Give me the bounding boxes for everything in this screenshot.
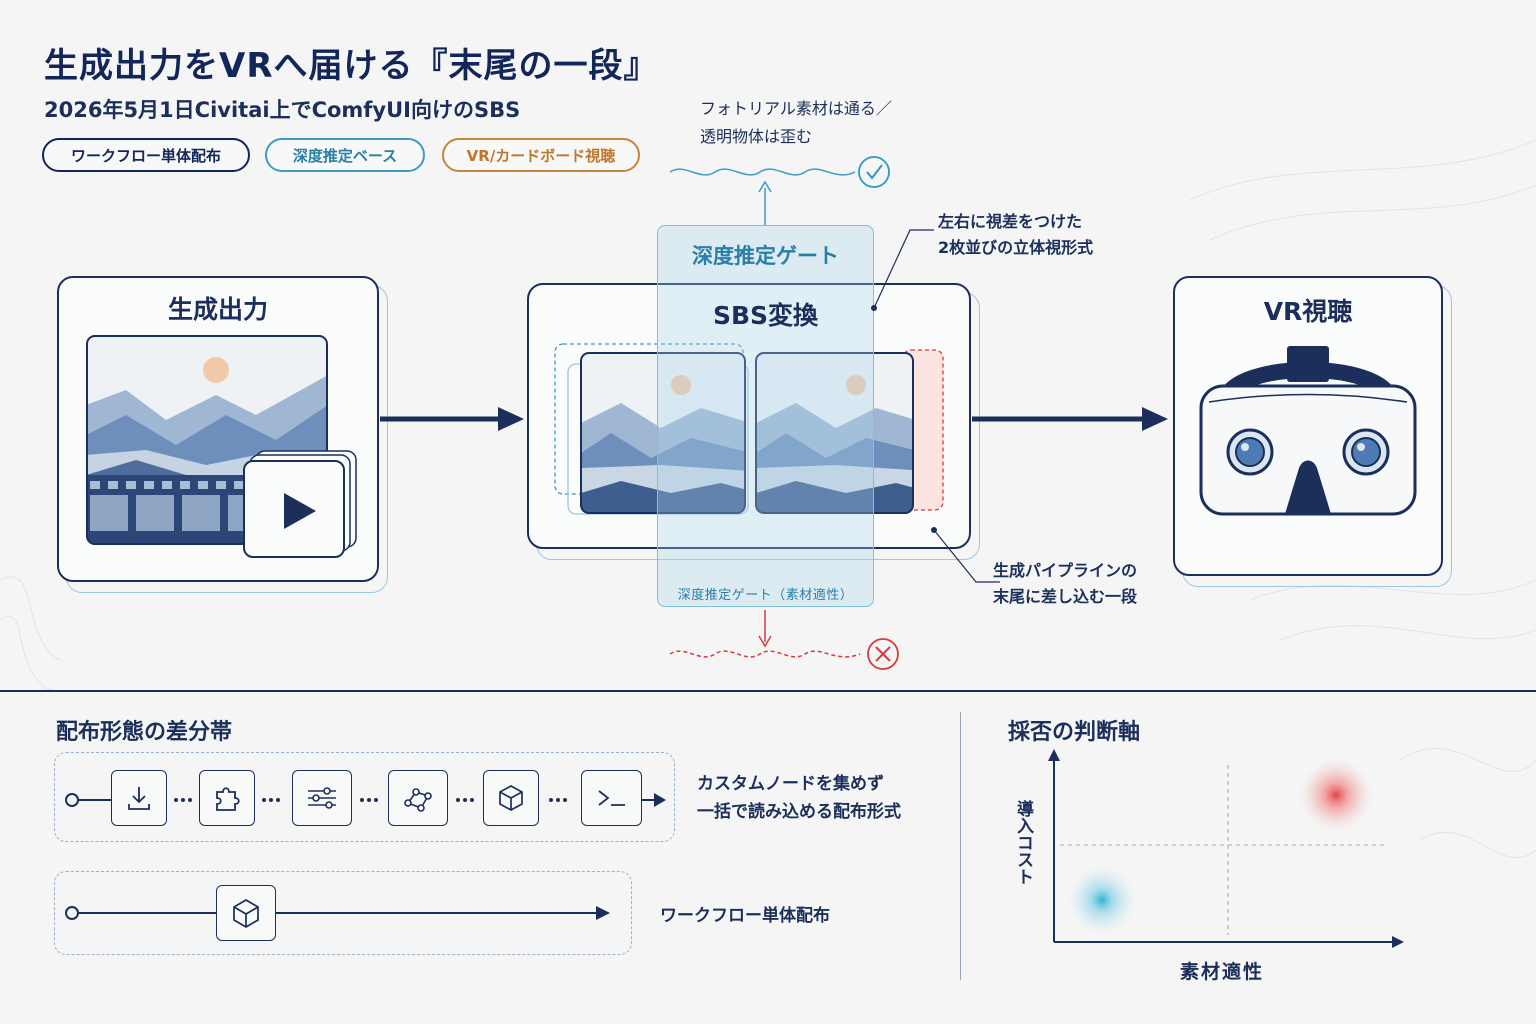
check-icon [858, 156, 890, 188]
sbs-note-line1: 左右に視差をつけた [938, 212, 1083, 231]
distribution-heading: 配布形態の差分帯 [56, 720, 233, 745]
sbs-note-line2: 2枚並びの立体視形式 [938, 238, 1094, 257]
fail-path [669, 610, 899, 670]
pass-path [669, 156, 890, 225]
decision-plot [1048, 749, 1404, 948]
row2-label: ワークフロー単体配布 [660, 906, 830, 926]
cube-icon [499, 785, 523, 811]
puzzle-icon-box [199, 770, 255, 826]
sliders-icon-box [292, 770, 352, 826]
distribution-row-2-track [65, 906, 610, 920]
section-vertical-divider [960, 712, 961, 980]
depth-gate-caption: 深度推定ゲート（素材適性） [677, 588, 854, 603]
download-icon [128, 787, 150, 810]
vr-title: VR視聴 [1263, 297, 1353, 326]
vr-headset-icon [1199, 346, 1417, 516]
depth-gate-title: 深度推定ゲート [692, 244, 839, 268]
tail-note-line2: 末尾に差し込む一段 [993, 587, 1138, 606]
single-cube-icon-box [216, 885, 276, 941]
play-icon [284, 493, 316, 529]
nodes-icon-box [388, 770, 448, 826]
page-subtitle: 2026年5月1日Civitai上でComfyUI向けのSBS [44, 98, 521, 122]
flow-arrow-1 [380, 407, 524, 431]
row1-label-line2: 一括で読み込める配布形式 [697, 802, 901, 822]
cube-icon [233, 899, 259, 928]
cube-icon-box [483, 770, 539, 826]
terminal-icon-box [581, 770, 642, 826]
pass-note-line2: 透明物体は歪む [700, 127, 813, 146]
tag-workflow: ワークフロー単体配布 [42, 138, 250, 172]
nodes-icon [404, 788, 432, 812]
pass-note-line1: フォトリアル素材は通る／ [700, 99, 892, 118]
page-title: 生成出力をVRへ届ける『末尾の一段』 [44, 46, 659, 86]
sbs-title: SBS変換 [712, 301, 819, 330]
pass-point-marker [1068, 866, 1136, 934]
generate-title: 生成出力 [167, 295, 268, 324]
terminal-icon [597, 790, 625, 806]
puzzle-icon [216, 787, 240, 811]
section-divider [0, 690, 1536, 692]
row1-label-line1: カスタムノードを集めず [697, 774, 884, 794]
x-axis-label: 素材適性 [1180, 961, 1265, 983]
tail-note-leader [931, 527, 1000, 583]
sbs-note-leader [871, 229, 934, 311]
tag-depth: 深度推定ベース [265, 138, 425, 172]
distribution-row-1 [54, 752, 675, 842]
fail-point-marker [1300, 759, 1372, 831]
distribution-row-1-track [65, 793, 666, 807]
sliders-icon [308, 787, 336, 809]
decision-heading: 採否の判断軸 [1008, 720, 1141, 745]
download-icon-box [111, 770, 167, 826]
depth-gate-panel [657, 225, 874, 607]
distribution-row-2 [54, 871, 632, 955]
tag-vr: VR/カードボード視聴 [442, 138, 640, 172]
y-axis-label: 導入コスト [1013, 800, 1033, 885]
flow-arrow-2 [972, 407, 1168, 431]
cross-icon [867, 638, 899, 670]
tail-note-line1: 生成パイプラインの [993, 561, 1138, 580]
generated-landscape-image [86, 335, 357, 558]
sbs-stereo-pair [554, 343, 944, 515]
